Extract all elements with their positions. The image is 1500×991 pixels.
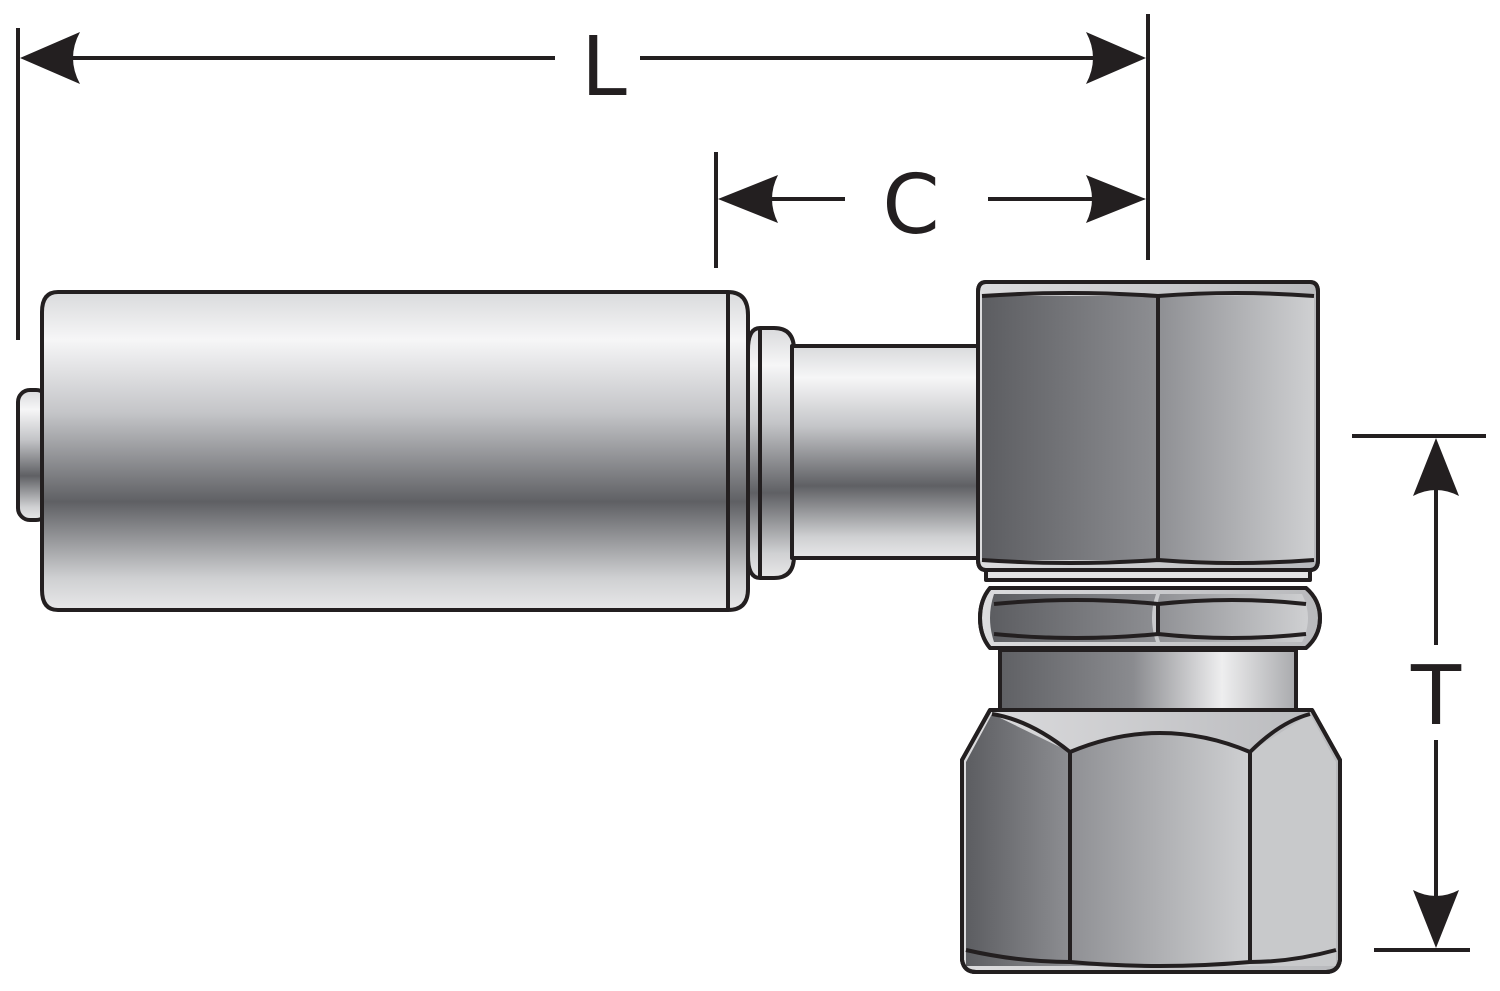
jam-nut-face-right	[1156, 594, 1308, 642]
dimension-label-c: C	[882, 158, 939, 253]
jam-nut-outline	[978, 586, 1322, 650]
elbow-hex-bottom-chamfer	[981, 558, 1315, 565]
stem-tube	[790, 344, 982, 560]
arrow-l-left-icon	[20, 32, 80, 84]
swivel-nut-outline	[960, 708, 1342, 974]
jam-nut-face-left	[990, 594, 1156, 642]
swivel-nut-face-middle	[1070, 734, 1250, 966]
collar-ring	[746, 326, 796, 580]
dimension-label-l: L	[581, 20, 627, 115]
elbow-hex-top-chamfer	[981, 291, 1315, 298]
swivel-nut-face-left	[966, 714, 1070, 966]
swivel-nut-face-right	[1250, 714, 1336, 966]
elbow-hex-face-right	[1160, 296, 1314, 560]
arrow-l-right-icon	[1086, 32, 1146, 84]
swivel-nut-chamfer	[991, 712, 1311, 754]
hose-fitting	[16, 280, 1342, 974]
swivel-nut-bottom-chamfer	[965, 948, 1337, 968]
arrow-t-bottom-icon	[1413, 890, 1459, 948]
elbow-hex-face-left	[982, 296, 1158, 560]
ferrule	[40, 290, 750, 612]
arrow-t-top-icon	[1413, 438, 1459, 496]
arrow-c-left-icon	[718, 175, 778, 223]
dimension-lines	[16, 14, 1486, 952]
arrow-c-right-icon	[1086, 175, 1146, 223]
dimension-label-t: T	[1410, 649, 1462, 744]
flange-line	[984, 568, 1312, 582]
swivel-neck	[998, 648, 1298, 714]
arrowheads	[20, 32, 1459, 948]
